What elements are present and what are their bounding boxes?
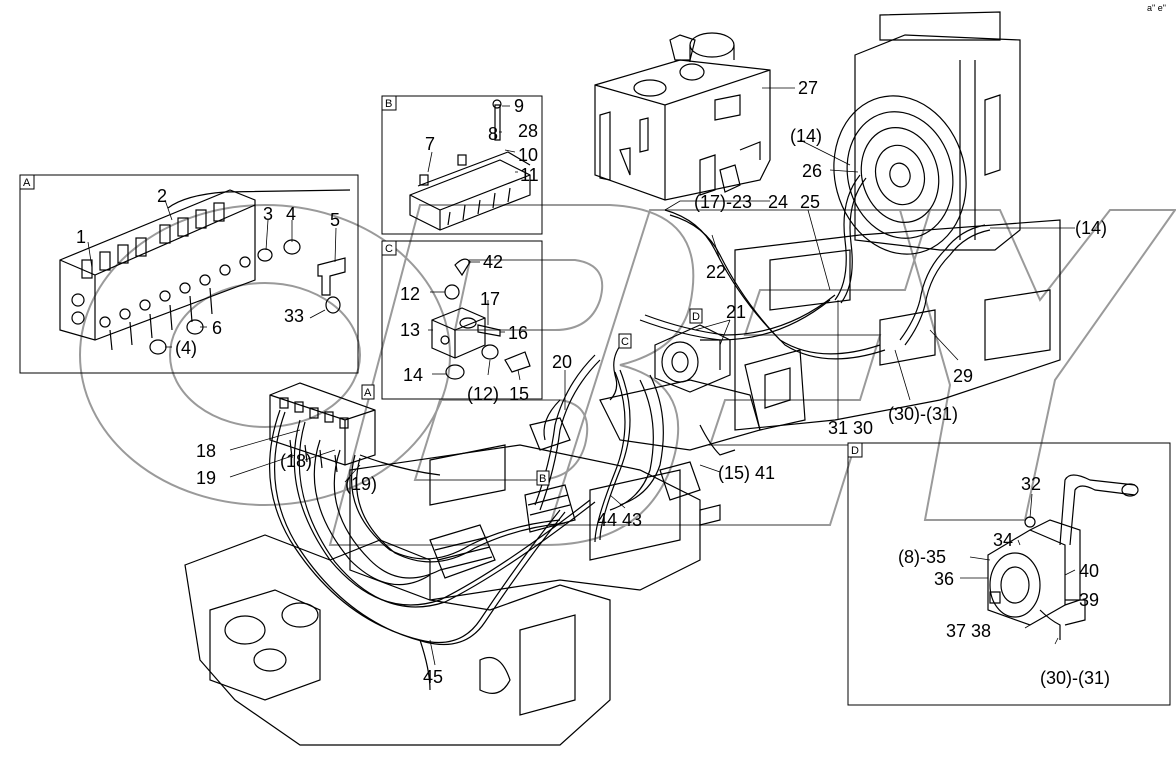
detail-frame-a: A bbox=[19, 174, 359, 374]
callout-24: 24 bbox=[768, 192, 788, 212]
callout-39: 39 bbox=[1079, 590, 1099, 610]
callout-labels: 1 2 3 4 5 6 (4) 33 7 8 9 28 10 11 42 12 … bbox=[76, 3, 1166, 688]
callout-34: 34 bbox=[993, 530, 1013, 550]
callout-1: 1 bbox=[76, 227, 86, 247]
callout-4: 4 bbox=[286, 204, 296, 224]
callout-3: 3 bbox=[263, 204, 273, 224]
center-fittings bbox=[529, 367, 791, 526]
callout-17-23: (17)-23 bbox=[694, 192, 752, 212]
hydraulic-tank bbox=[594, 32, 771, 201]
callout-42: 42 bbox=[483, 252, 503, 272]
callout-9: 9 bbox=[514, 96, 524, 116]
callout-27: 27 bbox=[798, 78, 818, 98]
callout-18-ref: (18) bbox=[280, 451, 312, 471]
hydraulic-pump-main bbox=[609, 324, 731, 401]
callout-8-35: (8)-35 bbox=[898, 547, 946, 567]
watermark bbox=[79, 204, 1176, 546]
frame-c-letter: C bbox=[385, 243, 393, 255]
callout-18: 18 bbox=[196, 441, 216, 461]
frame-d-letter: D bbox=[851, 445, 859, 457]
callout-25: 25 bbox=[800, 192, 820, 212]
hose-clamp-blocks bbox=[429, 484, 576, 579]
callout-29: 29 bbox=[953, 366, 973, 386]
callout-19: 19 bbox=[196, 468, 216, 488]
callout-20: 20 bbox=[552, 352, 572, 372]
callout-36: 36 bbox=[934, 569, 954, 589]
callout-4-ref: (4) bbox=[175, 338, 197, 358]
tag-d: D bbox=[692, 311, 700, 323]
detail-a-leaders bbox=[87, 199, 337, 348]
frame-b-letter: B bbox=[385, 98, 392, 110]
valve-bank-detail bbox=[59, 189, 351, 351]
main-leaders bbox=[229, 87, 1075, 666]
radiator-fan bbox=[833, 11, 1021, 255]
callout-12: 12 bbox=[400, 284, 420, 304]
callout-31-30: 31 30 bbox=[828, 418, 873, 438]
detail-frame-d: D bbox=[847, 442, 1171, 706]
detail-frame-b: B bbox=[381, 95, 543, 235]
callout-2: 2 bbox=[157, 186, 167, 206]
tag-c: C bbox=[621, 336, 629, 348]
callout-16: 16 bbox=[508, 323, 528, 343]
callout-26: 26 bbox=[802, 161, 822, 181]
callout-32: 32 bbox=[1021, 474, 1041, 494]
frame-a-letter: A bbox=[23, 177, 31, 189]
callout-7: 7 bbox=[425, 134, 435, 154]
callout-22: 22 bbox=[706, 262, 726, 282]
control-valve-main bbox=[269, 382, 376, 473]
callout-40: 40 bbox=[1079, 561, 1099, 581]
detail-d-leaders bbox=[960, 493, 1076, 645]
callout-12-ref: (12) bbox=[467, 384, 499, 404]
callout-44-43: 44 43 bbox=[597, 510, 642, 530]
pump-detail bbox=[987, 474, 1139, 640]
callout-30-31: (30)-(31) bbox=[888, 404, 958, 424]
callout-15: 15 bbox=[509, 384, 529, 404]
callout-5: 5 bbox=[330, 210, 340, 230]
callout-33: 33 bbox=[284, 306, 304, 326]
callout-15-41: (15) 41 bbox=[718, 463, 775, 483]
callout-13: 13 bbox=[400, 320, 420, 340]
callout-37-38: 37 38 bbox=[946, 621, 991, 641]
callout-21: 21 bbox=[726, 302, 746, 322]
view-tags: A B C D bbox=[361, 308, 703, 486]
corner-mark: a" e" bbox=[1147, 3, 1166, 13]
clamp-block-detail bbox=[409, 99, 531, 231]
callout-14-top: (14) bbox=[790, 126, 822, 146]
callout-11: 11 bbox=[520, 165, 539, 185]
callout-28: 28 bbox=[518, 121, 538, 141]
manifold-block-detail bbox=[431, 258, 531, 380]
callout-10: 10 bbox=[518, 145, 538, 165]
callout-8: 8 bbox=[488, 124, 498, 144]
detail-b-leaders bbox=[427, 105, 518, 173]
callout-19-ref: (19) bbox=[345, 474, 377, 494]
tag-b: B bbox=[539, 473, 546, 485]
tag-a: A bbox=[364, 387, 372, 399]
callout-6: 6 bbox=[212, 318, 222, 338]
callout-30-31-detail: (30)-(31) bbox=[1040, 668, 1110, 688]
callout-45: 45 bbox=[423, 667, 443, 687]
callout-14-right: (14) bbox=[1075, 218, 1107, 238]
machine-chassis bbox=[184, 219, 1061, 746]
hydraulic-hoses bbox=[268, 174, 991, 691]
detail-c-leaders bbox=[428, 261, 521, 381]
callout-14: 14 bbox=[403, 365, 423, 385]
callout-17: 17 bbox=[480, 289, 500, 309]
detail-frame-c: C bbox=[381, 240, 543, 400]
